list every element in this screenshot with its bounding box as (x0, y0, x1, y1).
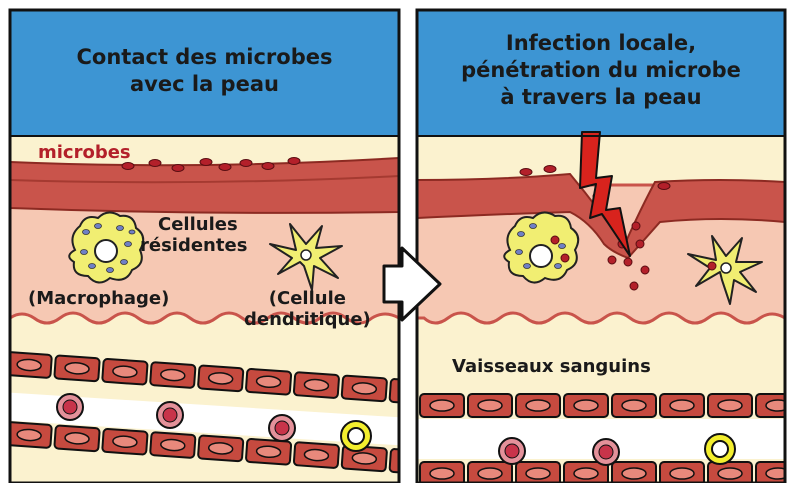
right-title-line1: Infection locale, (417, 30, 785, 57)
right-panel-title: Infection locale, pénétration du microbe… (417, 30, 785, 111)
right-title-line3: à travers la peau (417, 84, 785, 111)
left-epidermis (10, 158, 399, 213)
right-blood-vessel (417, 394, 792, 483)
dendritic-line1: (Cellule (244, 288, 371, 309)
left-title-line2: avec la peau (10, 71, 399, 98)
right-title-line2: pénétration du microbe (417, 57, 785, 84)
resident-cells-line2: résidentes (140, 235, 247, 256)
blood-vessels-label: Vaisseaux sanguins (452, 356, 651, 377)
resident-cells-line1: Cellules (154, 214, 247, 235)
resident-cells-label: Cellules résidentes (154, 214, 247, 256)
dendritic-cell-label: (Cellule dendritique) (244, 288, 371, 330)
left-title-line1: Contact des microbes (10, 44, 399, 71)
microbes-label: microbes (38, 142, 131, 163)
left-panel-title: Contact des microbes avec la peau (10, 44, 399, 98)
dendritic-line2: dendritique) (244, 309, 371, 330)
macrophage-label: (Macrophage) (28, 288, 169, 309)
